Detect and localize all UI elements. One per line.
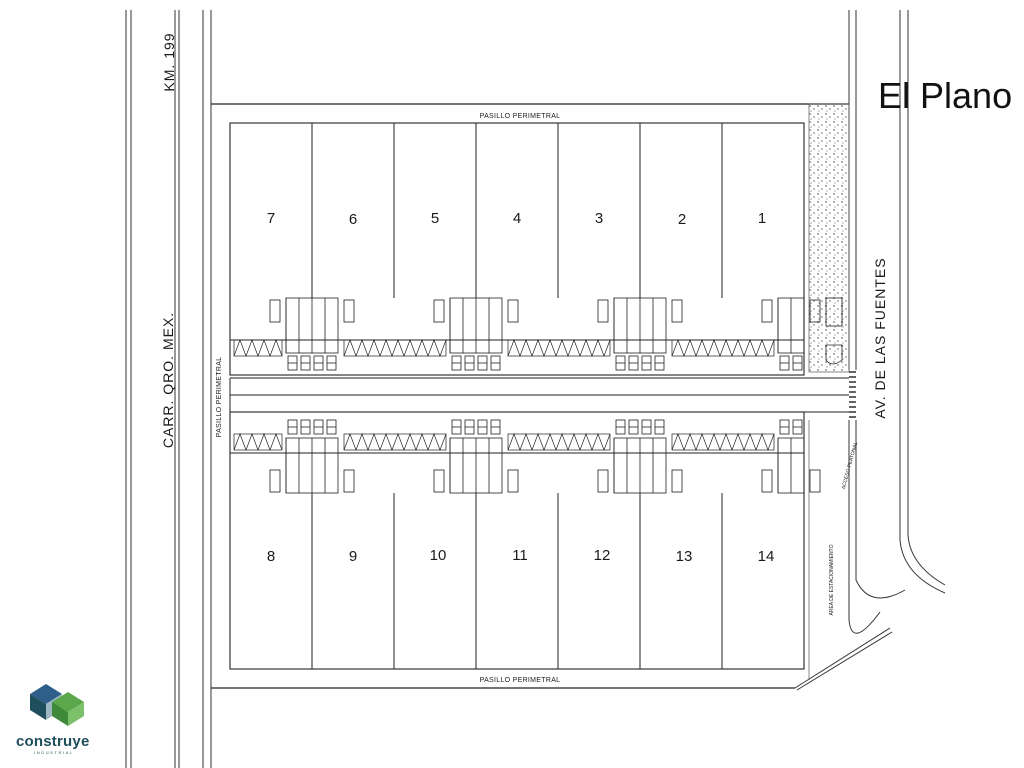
lot-number: 12 [594,547,611,564]
lot-number: 11 [512,547,528,564]
top-lot-dividers [230,123,804,341]
highway-label: CARR. QRO. MEX. [160,312,176,448]
brand-tagline: INDUSTRIAL [34,750,74,755]
lot-number: 2 [678,211,686,228]
lot-number: 7 [267,210,275,227]
truck-patios [233,339,775,451]
lot-number: 14 [758,548,775,565]
dock-module [761,297,821,371]
landscape-strip [808,103,850,373]
avenue-label: AV. DE LAS FUENTES [872,257,888,418]
loading-docks-bottom [269,419,821,494]
parking-label: AREA DE ESTACIONAMIENTO [829,544,835,615]
lot-number: 13 [676,548,693,565]
truck-patio [671,433,775,451]
internal-road [229,377,849,413]
truck-patio [233,339,283,357]
dock-module [433,297,519,371]
loading-docks-top [269,297,821,371]
truck-patio [671,339,775,357]
page-title: El Plano [878,75,1013,116]
avenue-lines [794,10,946,691]
lot-number: 4 [513,210,521,227]
lot-number: 3 [595,210,603,227]
lot-number: 1 [758,210,766,227]
site-boundary [211,103,849,689]
entrance-crosswalk [849,371,856,418]
bottom-block [229,411,805,670]
access-label: ACCESO PEATONAL [841,441,859,490]
truck-patio [507,433,611,451]
truck-patio [343,339,447,357]
dock-module [597,419,683,494]
bottom-lot-dividers [230,452,804,669]
km-label: KM. 199 [161,32,177,91]
aisle-label-left: PASILLO PERIMETRAL [216,357,223,438]
lot-number: 9 [349,548,357,565]
dock-module [597,297,683,371]
highway-lines [125,10,212,768]
guard-house [825,297,843,365]
lot-numbers-bottom: 8 9 10 11 12 13 14 [267,547,775,565]
dock-module [269,297,355,371]
lot-number: 5 [431,210,439,227]
truck-patio [507,339,611,357]
construye-logo [30,684,84,726]
brand-name: construye [16,733,90,750]
top-block [229,122,805,376]
lot-number: 10 [430,547,447,564]
dock-module [433,419,519,494]
lot-number: 8 [267,548,275,565]
truck-patio [343,433,447,451]
lot-number: 6 [349,211,357,228]
dock-module [761,419,821,494]
truck-patio [233,433,283,451]
aisle-label-top: PASILLO PERIMETRAL [480,113,561,120]
aisle-label-bottom: PASILLO PERIMETRAL [480,677,561,684]
dock-module [269,419,355,494]
lot-numbers-top: 7 6 5 4 3 2 1 [267,210,766,228]
